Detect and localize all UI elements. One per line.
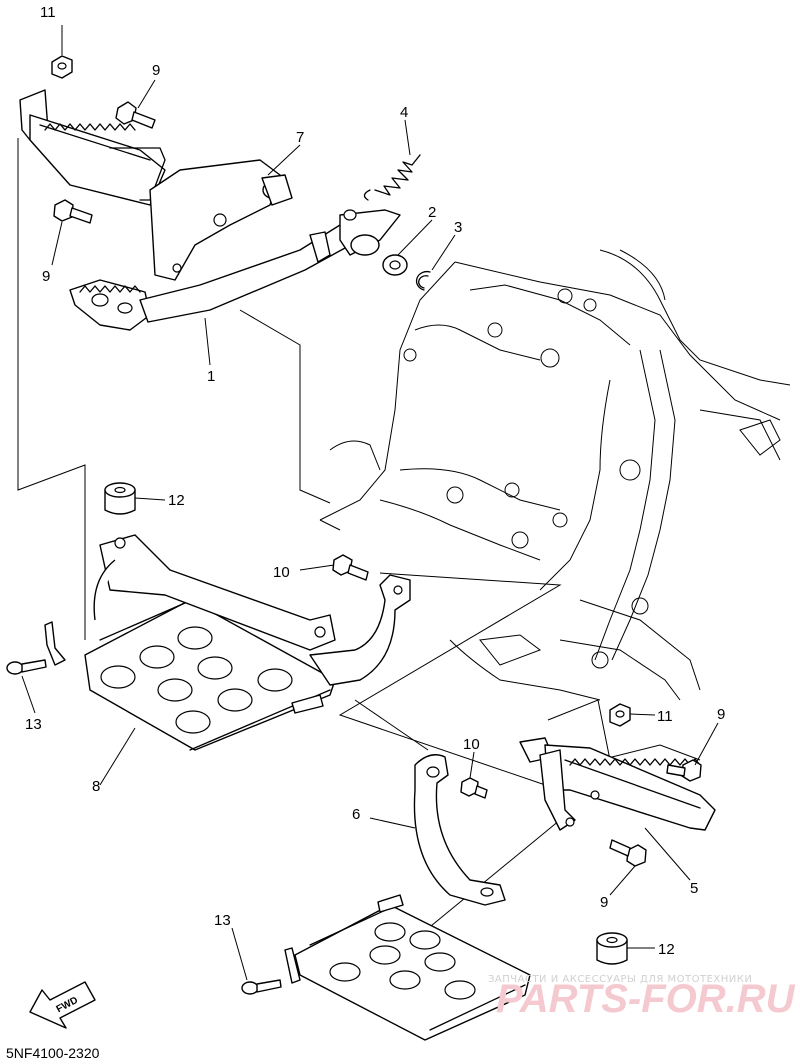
callout-11-top: 11 <box>40 4 56 21</box>
footrest-arm-right[interactable] <box>413 754 506 906</box>
callout-8: 8 <box>92 778 100 795</box>
callout-2: 2 <box>428 204 436 221</box>
callout-leaders <box>21 25 719 981</box>
callout-4: 4 <box>400 104 408 121</box>
callout-10-lower: 10 <box>463 736 480 753</box>
callout-11-right: 11 <box>657 708 673 725</box>
watermark-logo: PARTS-FOR.RU <box>496 977 796 1021</box>
callout-9-top: 9 <box>152 62 160 79</box>
callout-labels: 11 9 7 4 2 3 9 1 12 10 13 8 11 9 10 6 5 … <box>25 4 725 958</box>
damper-upper[interactable] <box>104 482 136 515</box>
footrest-plate-left[interactable] <box>84 599 336 751</box>
callout-9-right-top: 9 <box>717 706 725 723</box>
brake-pedal[interactable] <box>69 209 401 331</box>
bolt-upper-left[interactable] <box>115 101 156 129</box>
bracket-footpeg-left[interactable] <box>19 89 293 281</box>
watermark: ЗАПЧАСТИ И АКСЕССУАРЫ ДЛЯ МОТОТЕХНИКИ PA… <box>488 974 796 1021</box>
callout-9-right-bottom: 9 <box>600 894 608 911</box>
bolt-right-upper[interactable] <box>666 759 702 782</box>
bolt-10-lower[interactable] <box>460 777 488 799</box>
washer[interactable] <box>382 254 408 276</box>
footrest-arm-left[interactable] <box>44 534 411 686</box>
screw-13-lower[interactable] <box>241 979 282 995</box>
bolt-right-lower[interactable] <box>609 839 647 867</box>
callout-5: 5 <box>690 880 698 897</box>
guide-lines <box>17 138 701 936</box>
nut-right[interactable] <box>609 703 631 727</box>
callout-9-left: 9 <box>42 268 50 285</box>
damper-lower[interactable] <box>596 932 628 965</box>
callout-12-lower: 12 <box>658 941 675 958</box>
bolt-10-upper[interactable] <box>332 554 369 581</box>
diagram-code: 5NF4100-2320 <box>6 1045 100 1061</box>
callout-12-upper: 12 <box>168 492 185 509</box>
footrest-plate-right[interactable] <box>284 894 531 1041</box>
circlip[interactable] <box>415 270 431 291</box>
return-spring[interactable] <box>363 154 421 201</box>
bolt-lower-left[interactable] <box>53 199 93 224</box>
callout-6: 6 <box>352 806 360 823</box>
callout-1: 1 <box>207 368 215 385</box>
footpeg-right[interactable] <box>519 737 716 831</box>
watermark-tagline: ЗАПЧАСТИ И АКСЕССУАРЫ ДЛЯ МОТОТЕХНИКИ <box>488 974 752 985</box>
frame-outline <box>319 249 791 701</box>
callout-13-upper: 13 <box>25 716 42 733</box>
fwd-arrow-icon: FWD <box>29 981 96 1029</box>
callout-10-upper: 10 <box>273 564 290 581</box>
screw-13-upper[interactable] <box>6 659 47 675</box>
nut-top[interactable] <box>51 55 73 79</box>
callout-7: 7 <box>296 129 304 146</box>
callout-13-lower: 13 <box>214 912 231 929</box>
callout-3: 3 <box>454 219 462 236</box>
